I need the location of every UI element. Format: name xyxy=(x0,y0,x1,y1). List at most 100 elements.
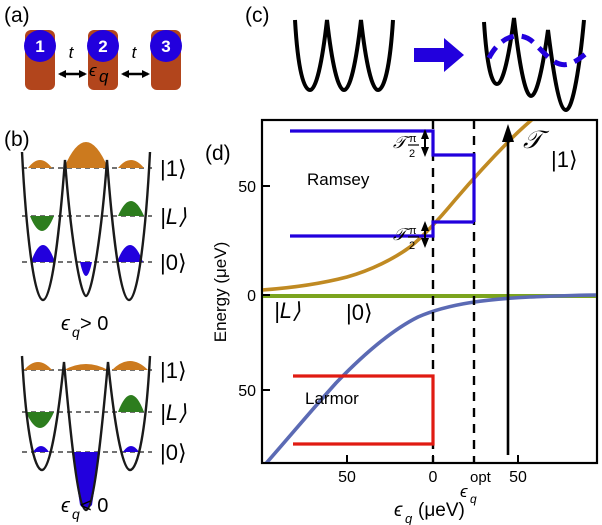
x-axis-label-units: (μeV) xyxy=(418,500,465,521)
x-axis-label: ϵ q (μeV) xyxy=(394,500,465,525)
curve-label-ground: |0⟩ xyxy=(346,300,373,325)
potential-tilted-curve xyxy=(482,17,586,113)
tau-pi-half-lower-numerator: π xyxy=(409,225,417,237)
larmor-pulse-box xyxy=(293,374,435,446)
x-tick-label-50: 50 xyxy=(509,469,527,486)
tunnel-coupling-left: t xyxy=(58,43,87,78)
panel-a-label: (a) xyxy=(4,4,30,27)
quantum-dot-1-number: 1 xyxy=(35,37,44,56)
ket-label-ground-upper: |0⟩ xyxy=(160,250,187,275)
wavefunction-leak-well3-lower xyxy=(118,395,144,412)
optimal-detuning-symbol: ϵ xyxy=(460,482,468,501)
x-axis-label-subscript: q xyxy=(405,511,413,525)
ket-label-excited-upper: |1⟩ xyxy=(160,156,187,181)
quantum-dot-3-number: 3 xyxy=(161,37,170,56)
wavefunction-ground-well3-upper xyxy=(117,245,143,262)
ket-label-excited-lower: |1⟩ xyxy=(160,358,187,383)
caption-lower-subscript: q xyxy=(72,506,80,522)
panel-a: (a) 1 2 3 t t ϵ q xyxy=(4,4,182,90)
optimal-detuning-label: ϵ q opt xyxy=(460,469,492,506)
envelope-wavefunction-dashed xyxy=(486,33,590,68)
wavefunction-leak-well1-upper xyxy=(30,216,54,231)
region-label-ramsey: Ramsey xyxy=(307,170,370,189)
panel-d-label: (d) xyxy=(205,142,231,165)
x-axis-label-symbol: ϵ xyxy=(394,500,403,521)
optimal-detuning-superscript: opt xyxy=(470,469,492,486)
transform-arrow xyxy=(414,38,464,72)
tunnel-right-label: t xyxy=(132,43,138,62)
tau-pi-half-lower-denominator: 2 xyxy=(409,240,415,252)
tau-arrow-label: 𝒯 xyxy=(523,127,550,154)
wavefunction-excited-well2-upper xyxy=(64,142,108,168)
quantum-dot-1-circle xyxy=(24,30,56,62)
panel-b-upper-potential-diagram: |1⟩ |L⟩ |0⟩ xyxy=(20,142,187,302)
y-tick-label-neg50: 50 xyxy=(238,383,256,400)
tunnel-coupling-right: t xyxy=(121,43,150,78)
wavefunction-excited-well3-upper xyxy=(118,160,144,168)
ramsey-pulse-lower-trace xyxy=(290,220,474,238)
ket-label-ground-lower: |0⟩ xyxy=(160,440,187,465)
optimal-detuning-subscript: q xyxy=(470,492,477,506)
panel-b-lower-caption: ϵ q < 0 xyxy=(61,495,108,522)
tau-pi-half-upper-label: 𝒯 π 2 xyxy=(393,133,419,160)
wavefunction-excited-well3-lower xyxy=(112,361,148,370)
wavefunction-excited-well2-lower xyxy=(64,364,108,370)
tau-pi-half-upper-head-bottom xyxy=(421,147,429,157)
panel-a-detuning-subscript: q xyxy=(99,67,109,86)
curve-excited-state xyxy=(263,121,534,292)
potential-symmetric-curve xyxy=(293,19,395,93)
ket-label-leak-lower: |L⟩ xyxy=(160,400,187,425)
quantum-dot-2-number: 2 xyxy=(98,37,107,56)
wavefunction-excited-well1-lower xyxy=(24,362,52,370)
caption-upper-relation: > 0 xyxy=(80,313,108,335)
tau-pi-half-lower-head-top xyxy=(421,221,429,231)
tau-pi-half-lower-head-bottom xyxy=(421,238,429,248)
caption-upper-symbol: ϵ xyxy=(61,313,71,335)
plot-data-area xyxy=(263,121,596,462)
x-tick-label-0: 0 xyxy=(429,469,438,486)
panel-b: (b) |1⟩ |L⟩ |0⟩ ϵ xyxy=(4,128,187,522)
tunnel-left-label: t xyxy=(69,43,75,62)
panel-c: (c) xyxy=(245,4,590,113)
transform-arrow-shape xyxy=(414,38,464,72)
quantum-dot-3-circle xyxy=(150,30,182,62)
wavefunction-ground-well3-lower xyxy=(123,446,139,452)
wavefunction-leak-well1-lower xyxy=(26,412,54,428)
tau-pi-half-upper-indicator xyxy=(421,129,429,157)
x-axis-ticks: 50 0 50 xyxy=(338,455,527,486)
panel-c-label: (c) xyxy=(245,4,270,27)
caption-lower-relation: < 0 xyxy=(80,495,108,517)
curve-ground-state xyxy=(264,293,596,462)
panel-d: (d) xyxy=(205,118,599,525)
tunnel-right-arrowhead-b xyxy=(142,70,150,78)
curve-label-leak: |L⟩ xyxy=(274,298,301,323)
panel-a-detuning-symbol: ϵ xyxy=(89,61,97,80)
wavefunction-ground-well1-upper xyxy=(31,245,55,262)
panel-a-detuning-label: ϵ q xyxy=(89,61,109,86)
curve-label-excited: |1⟩ xyxy=(551,147,578,172)
tau-pi-half-upper-head-top xyxy=(421,129,429,139)
plot-frame xyxy=(260,118,599,465)
tunnel-left-arrowhead-a xyxy=(58,70,66,78)
wavefunction-excited-well1-upper xyxy=(28,160,52,168)
wavefunction-ground-well2-upper xyxy=(80,262,92,276)
caption-upper-subscript: q xyxy=(72,324,80,340)
tunnel-right-arrowhead-a xyxy=(121,70,129,78)
y-tick-label-0: 0 xyxy=(247,288,256,305)
region-label-larmor: Larmor xyxy=(305,389,359,408)
potential-well-curve-lower xyxy=(20,355,152,512)
ket-label-leak-upper: |L⟩ xyxy=(160,204,187,229)
tau-pi-half-upper-denominator: 2 xyxy=(409,148,415,160)
y-tick-label-50: 50 xyxy=(238,179,256,196)
panel-b-label: (b) xyxy=(4,128,30,151)
caption-lower-symbol: ϵ xyxy=(61,495,71,517)
panel-b-upper-caption: ϵ q > 0 xyxy=(61,313,108,340)
tau-pi-half-lower-indicator xyxy=(421,221,429,248)
tunnel-left-arrowhead-b xyxy=(79,70,87,78)
ramsey-pulse-upper-trace xyxy=(290,129,476,222)
tau-arrow-head xyxy=(502,124,514,142)
x-tick-label-neg50: 50 xyxy=(338,469,356,486)
y-axis-ticks: 50 0 50 xyxy=(238,179,270,400)
